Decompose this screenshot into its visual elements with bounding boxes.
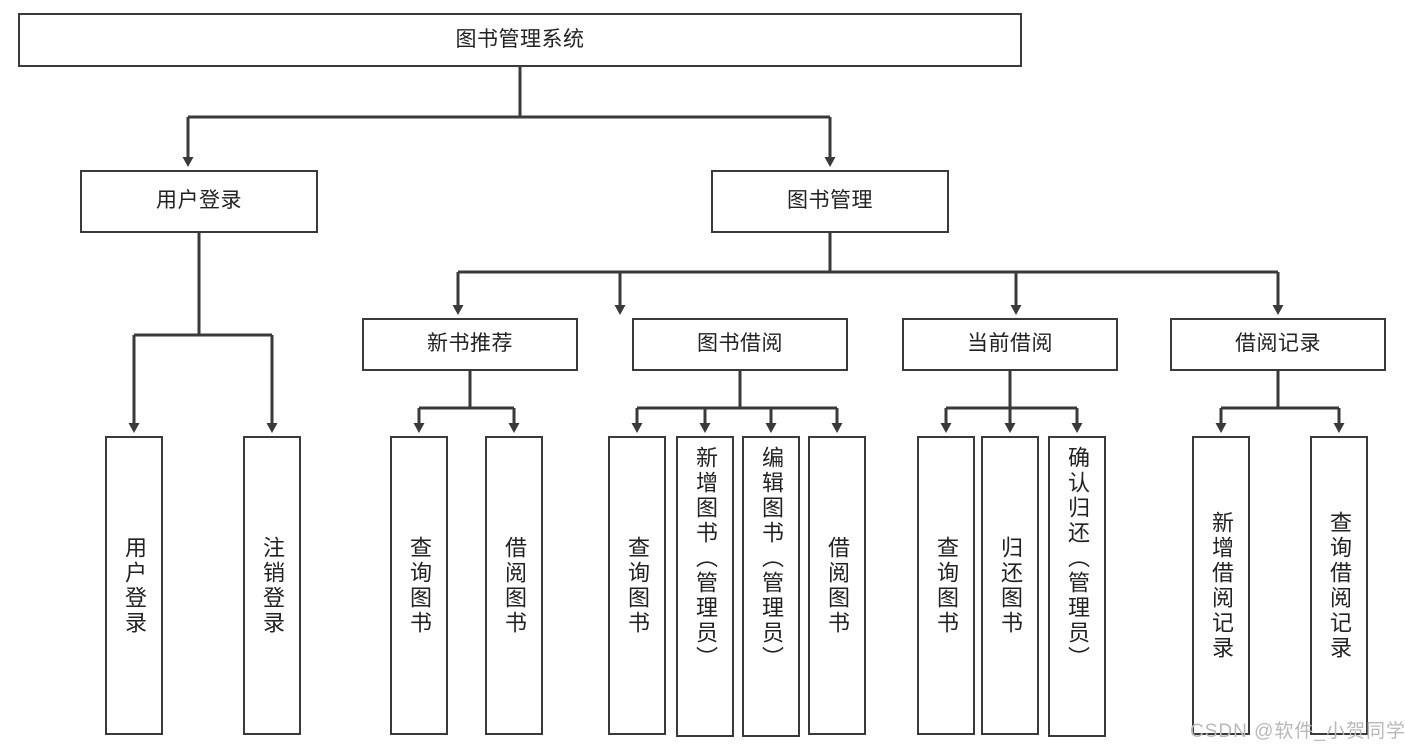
- node-leaf-borrow-book-1[interactable]: 借阅图书: [485, 436, 543, 735]
- node-new-book-recommend-label: 新书推荐: [427, 332, 513, 356]
- node-leaf-query-book-3-label: 查询图书: [934, 535, 959, 636]
- node-leaf-add-borrow-record-label: 新增借阅记录: [1209, 510, 1234, 661]
- node-root[interactable]: 图书管理系统: [18, 13, 1022, 67]
- node-leaf-return-book[interactable]: 归还图书: [981, 436, 1039, 735]
- node-leaf-edit-book-admin-label: 编辑图书（管理员）: [759, 446, 784, 671]
- node-leaf-logout-label: 注销登录: [260, 535, 285, 636]
- node-leaf-query-book-2-label: 查询图书: [625, 535, 650, 636]
- node-current-borrow[interactable]: 当前借阅: [902, 318, 1118, 371]
- node-leaf-confirm-return-admin-label: 确认归还（管理员）: [1065, 446, 1090, 671]
- node-leaf-query-book-3[interactable]: 查询图书: [917, 436, 975, 735]
- node-leaf-add-book-admin-label: 新增图书（管理员）: [693, 446, 718, 671]
- node-leaf-confirm-return-admin[interactable]: 确认归还（管理员）: [1048, 436, 1106, 737]
- node-current-borrow-label: 当前借阅: [967, 332, 1053, 356]
- node-leaf-return-book-label: 归还图书: [998, 535, 1023, 636]
- node-borrow-records-label: 借阅记录: [1235, 332, 1321, 356]
- node-leaf-borrow-book-1-label: 借阅图书: [502, 535, 527, 636]
- node-book-management-label: 图书管理: [787, 189, 873, 213]
- node-user-login[interactable]: 用户登录: [80, 170, 318, 233]
- node-leaf-query-borrow-record[interactable]: 查询借阅记录: [1310, 436, 1368, 735]
- node-user-login-label: 用户登录: [156, 189, 242, 213]
- node-book-borrow[interactable]: 图书借阅: [632, 318, 848, 371]
- node-leaf-borrow-book-2[interactable]: 借阅图书: [808, 436, 866, 735]
- node-book-management[interactable]: 图书管理: [711, 170, 949, 233]
- node-borrow-records[interactable]: 借阅记录: [1170, 318, 1386, 371]
- node-new-book-recommend[interactable]: 新书推荐: [362, 318, 578, 371]
- node-leaf-query-book-1[interactable]: 查询图书: [390, 436, 448, 735]
- node-leaf-query-book-1-label: 查询图书: [407, 535, 432, 636]
- node-leaf-edit-book-admin[interactable]: 编辑图书（管理员）: [742, 436, 800, 737]
- node-leaf-query-borrow-record-label: 查询借阅记录: [1327, 510, 1352, 661]
- node-leaf-add-borrow-record[interactable]: 新增借阅记录: [1192, 436, 1250, 735]
- node-leaf-borrow-book-2-label: 借阅图书: [825, 535, 850, 636]
- node-leaf-logout[interactable]: 注销登录: [243, 436, 301, 735]
- node-leaf-user-login-label: 用户登录: [122, 535, 147, 636]
- node-leaf-query-book-2[interactable]: 查询图书: [608, 436, 666, 735]
- node-root-label: 图书管理系统: [455, 27, 585, 51]
- node-book-borrow-label: 图书借阅: [697, 332, 783, 356]
- node-leaf-add-book-admin[interactable]: 新增图书（管理员）: [676, 436, 734, 737]
- node-leaf-user-login[interactable]: 用户登录: [105, 436, 163, 735]
